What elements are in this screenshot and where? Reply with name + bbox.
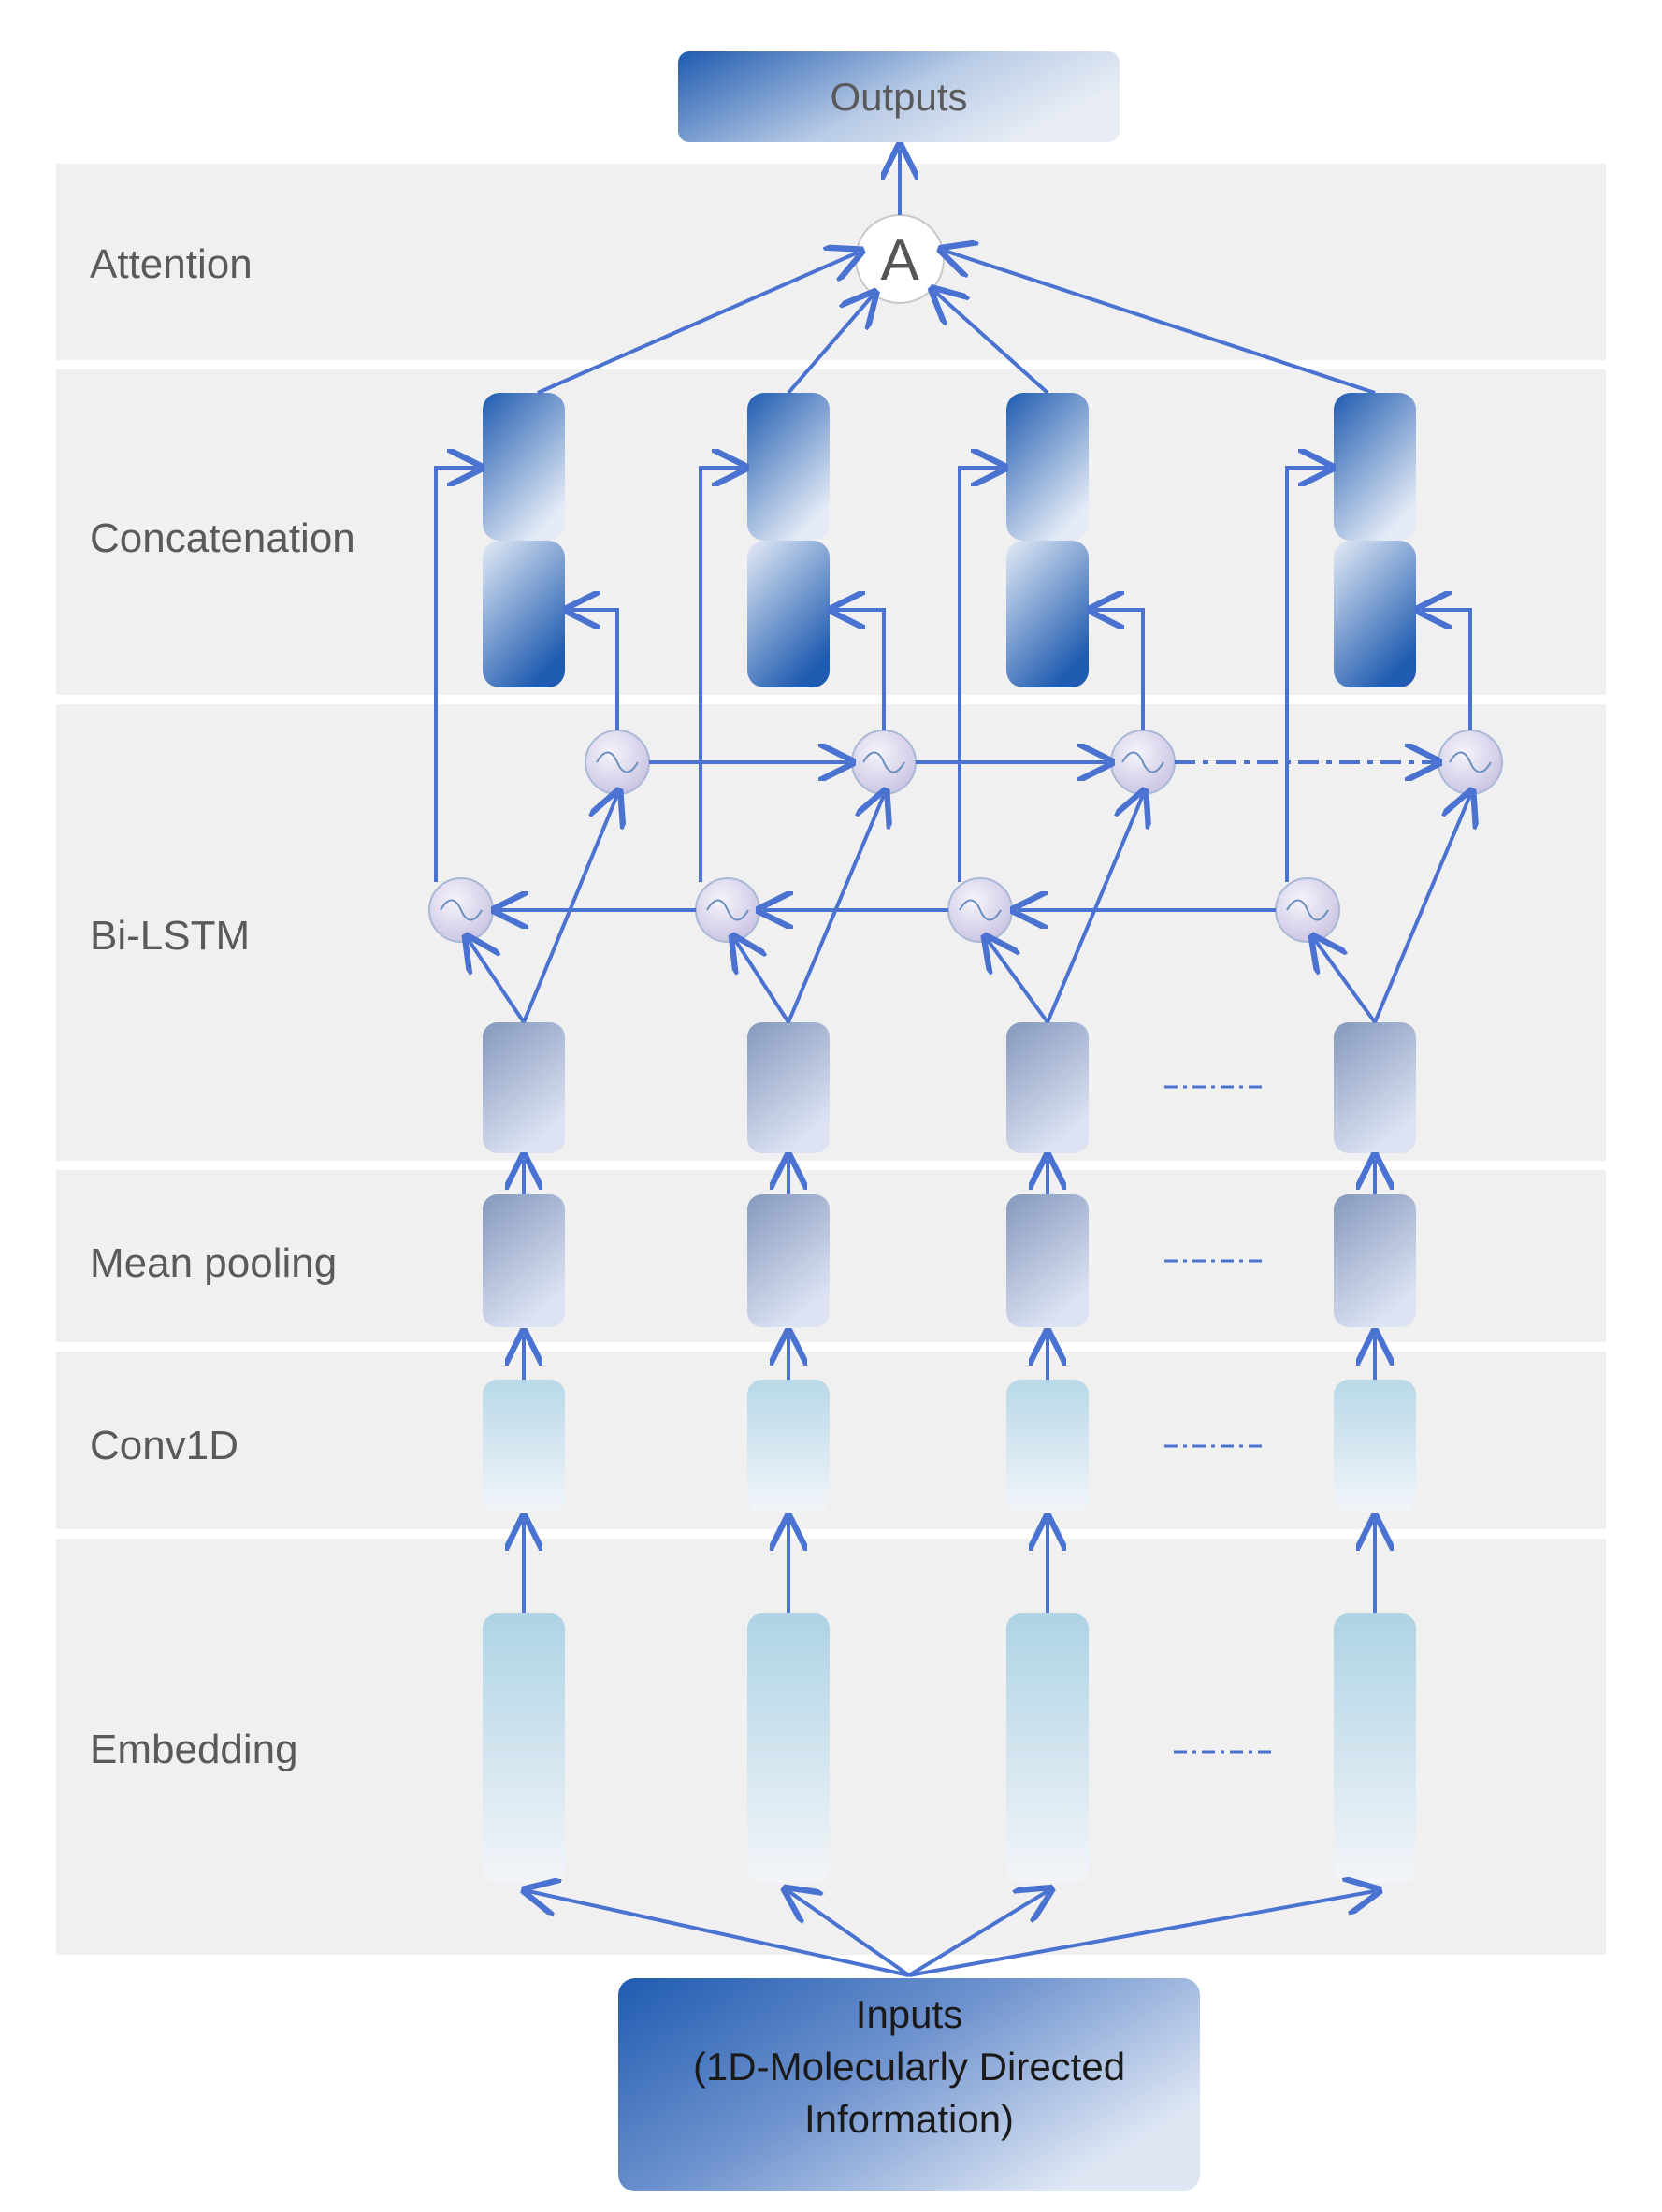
inputs-box xyxy=(618,1978,1200,2191)
outputs-box xyxy=(678,51,1120,142)
backward-cell-2-to-concat-arrow xyxy=(699,468,742,882)
concat-block-bottom-1 xyxy=(483,541,565,687)
backward-lstm-cell-2 xyxy=(695,877,760,943)
embedding-layer-label: Embedding xyxy=(90,1727,298,1772)
inputs-to-embedding-3-arrow xyxy=(907,1891,1048,1977)
conv1d-block-1 xyxy=(483,1380,565,1512)
concat-block-bottom-2 xyxy=(747,541,830,687)
concatenation-layer-label: Concatenation xyxy=(90,515,355,561)
attention-band xyxy=(56,164,1606,360)
concat-block-top-1 xyxy=(483,393,565,541)
concat-block-bottom-3 xyxy=(1006,541,1089,687)
outputs-node: Outputs xyxy=(678,51,1120,142)
mean-pooling-block-3 xyxy=(1006,1194,1089,1327)
concat-block-top-2 xyxy=(747,393,830,541)
conv1d-layer-label: Conv1D xyxy=(90,1423,238,1468)
backward-lstm-cell-4 xyxy=(1275,877,1340,943)
inputs-to-embedding-1-arrow xyxy=(528,1891,910,1977)
mean-pooling-layer-label: Mean pooling xyxy=(90,1240,337,1286)
concat-3-to-attention-arrow xyxy=(935,292,1049,395)
connections xyxy=(434,150,1472,1977)
conv1d-block-2 xyxy=(747,1380,830,1512)
embedding-block-3 xyxy=(1006,1613,1089,1883)
forward-lstm-cell-1 xyxy=(585,730,650,795)
concat-2-to-attention-arrow xyxy=(787,296,873,395)
outputs-label: Outputs xyxy=(830,75,967,119)
lstm-cells xyxy=(428,730,1503,943)
forward-lstm-cell-2 xyxy=(851,730,917,795)
forward-cell-4-to-concat-arrow xyxy=(1422,610,1472,730)
layer-labels: Attention Concatenation Bi-LSTM Mean poo… xyxy=(90,241,355,1772)
bilstm-input-block-4 xyxy=(1334,1022,1416,1153)
input-1-to-backward-arrow xyxy=(469,940,526,1024)
embedding-block-2 xyxy=(747,1613,830,1883)
input-1-to-forward-arrow xyxy=(522,795,617,1023)
input-2-to-backward-arrow xyxy=(735,940,790,1024)
inputs-label-line-2: (1D-Molecularly Directed xyxy=(693,2045,1125,2089)
embedding-block-4 xyxy=(1334,1613,1416,1883)
concat-block-bottom-4 xyxy=(1334,541,1416,687)
inputs-to-embedding-2-arrow xyxy=(788,1891,911,1977)
forward-cell-2-to-concat-arrow xyxy=(835,610,886,730)
layer-blocks xyxy=(483,393,1416,1883)
inputs-node: Inputs (1D-Molecularly Directed Informat… xyxy=(618,1978,1200,2191)
bilstm-input-block-1 xyxy=(483,1022,565,1153)
backward-cell-1-to-concat-arrow xyxy=(434,468,477,882)
input-4-to-backward-arrow xyxy=(1315,940,1377,1024)
bilstm-input-block-3 xyxy=(1006,1022,1089,1153)
bilstm-input-block-2 xyxy=(747,1022,830,1153)
input-3-to-forward-arrow xyxy=(1046,795,1143,1023)
concat-block-top-3 xyxy=(1006,393,1089,541)
attention-node: A xyxy=(855,214,945,304)
inputs-to-embedding-4-arrow xyxy=(908,1891,1375,1977)
concat-block-top-4 xyxy=(1334,393,1416,541)
input-4-to-forward-arrow xyxy=(1373,795,1470,1023)
embedding-block-1 xyxy=(483,1613,565,1883)
conv1d-block-4 xyxy=(1334,1380,1416,1512)
input-2-to-forward-arrow xyxy=(787,795,884,1023)
concat-4-to-attention-arrow xyxy=(945,251,1376,395)
inputs-label-line-3: Information) xyxy=(804,2097,1014,2141)
mean-pooling-block-4 xyxy=(1334,1194,1416,1327)
attention-symbol: A xyxy=(880,228,919,293)
forward-cell-3-to-concat-arrow xyxy=(1094,610,1145,730)
backward-lstm-cell-3 xyxy=(947,877,1013,943)
backward-cell-3-to-concat-arrow xyxy=(958,468,1001,882)
concat-1-to-attention-arrow xyxy=(537,253,858,395)
forward-cell-1-to-concat-arrow xyxy=(571,610,619,730)
mean-pooling-block-2 xyxy=(747,1194,830,1327)
forward-lstm-cell-3 xyxy=(1110,730,1176,795)
inputs-label-line-1: Inputs xyxy=(856,1992,962,2036)
input-3-to-backward-arrow xyxy=(988,940,1049,1024)
conv1d-block-3 xyxy=(1006,1380,1089,1512)
backward-cell-4-to-concat-arrow xyxy=(1285,468,1328,882)
bilstm-layer-label: Bi-LSTM xyxy=(90,913,250,959)
forward-lstm-cell-4 xyxy=(1438,730,1503,795)
attention-layer-label: Attention xyxy=(90,241,253,287)
mean-pooling-block-1 xyxy=(483,1194,565,1327)
backward-lstm-cell-1 xyxy=(428,877,494,943)
